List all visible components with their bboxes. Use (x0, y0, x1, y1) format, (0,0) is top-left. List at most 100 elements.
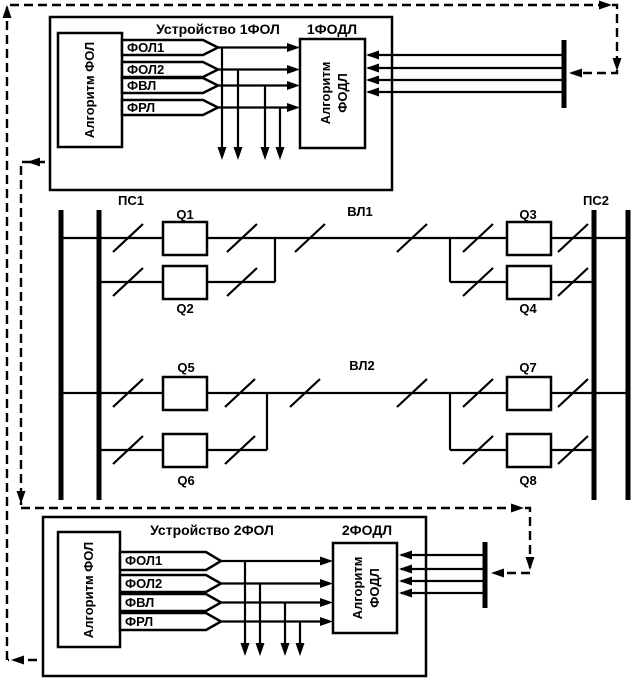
arrow-left-icon (11, 655, 24, 665)
breaker-q4-box (505, 264, 553, 301)
arrow-left-icon (491, 568, 504, 578)
vl1-disconnector-slashes (112, 223, 589, 297)
line-vl1: Q1 Q2 Q3 Q4 ВЛ1 (61, 204, 628, 316)
signal-label-fol1: ФОЛ1 (125, 553, 162, 568)
device1-output-drop-wires (220, 47, 282, 148)
arrow-left-icon (399, 576, 412, 586)
arrow-down-icon (240, 643, 250, 656)
device1-algorithm-fodl-label-line2: ФОДЛ (335, 73, 350, 112)
arrow-left-icon (366, 63, 379, 73)
breaker-q3-box (505, 220, 553, 257)
signal-label-fol2: ФОЛ2 (125, 576, 162, 591)
breaker-q7-box (505, 375, 553, 412)
arrow-left-icon (399, 564, 412, 574)
signal-label-fvl: ФВЛ (127, 78, 156, 93)
device1-receive-wires (368, 53, 564, 94)
device1-fodl-title: 1ФОДЛ (307, 21, 357, 37)
device2-algorithm-fodl-label-line2: ФОДЛ (367, 568, 382, 607)
breaker-q1-label: Q1 (176, 207, 193, 222)
breaker-q6-box (161, 432, 209, 469)
signal-label-fol2: ФОЛ2 (127, 62, 164, 77)
device1-algorithm-fodl-box (298, 37, 367, 150)
signal-tag-frl (118, 611, 224, 632)
line-vl2: Q5 Q6 Q7 Q8 ВЛ2 (61, 358, 628, 488)
arrow-down-icon (525, 557, 535, 570)
busbars-ps1-ps2 (58, 210, 631, 500)
arrow-right-icon (320, 598, 333, 607)
signal-tag-fvl (120, 76, 221, 95)
substation1-label: ПС1 (118, 193, 144, 208)
vl2-disconnector-slashes (112, 378, 589, 465)
arrow-down-icon (255, 643, 265, 656)
device2-algorithm-fodl-label-line1: Алгоритм (350, 557, 365, 620)
breaker-q5-box (161, 375, 209, 412)
arrow-right-icon (287, 103, 300, 112)
breaker-q8-label: Q8 (519, 473, 536, 488)
signal-label-frl: ФРЛ (127, 100, 155, 115)
arrow-down-icon (217, 147, 227, 160)
device2-receive-wires (401, 553, 485, 595)
signal-label-fol1: ФОЛ1 (127, 40, 164, 55)
signal-tag-fol2 (120, 60, 221, 79)
arrow-down-icon (233, 147, 243, 160)
arrow-left-icon (27, 157, 40, 167)
arrow-left-icon (366, 87, 379, 97)
line-vl2-label: ВЛ2 (349, 358, 374, 373)
arrow-right-icon (287, 81, 300, 90)
dashed-mid-transfer-line (21, 506, 532, 575)
device2-title: Устройство 2ФОЛ (150, 522, 274, 538)
arrow-right-icon (320, 556, 333, 566)
network-section: ПС1 ПС2 Q1 Q2 Q3 Q4 ВЛ1 Q5 Q6 Q7 (58, 193, 631, 500)
arrow-left-icon (399, 588, 412, 598)
arrow-right-icon (599, 0, 612, 10)
breaker-q2-label: Q2 (176, 301, 193, 316)
arrow-down-icon (16, 491, 26, 504)
arrow-left-icon (569, 68, 582, 78)
arrow-left-icon (399, 550, 412, 560)
dashed-feedback-left-top-path (5, 3, 619, 660)
arrow-right-icon (320, 617, 333, 626)
arrow-down-icon (612, 58, 622, 71)
signal-label-fvl: ФВЛ (125, 595, 154, 610)
arrow-down-icon (275, 147, 285, 160)
arrow-down-icon (280, 643, 290, 656)
line-vl1-label: ВЛ1 (347, 204, 372, 219)
arrow-right-icon (511, 503, 524, 513)
arrow-left-icon (366, 75, 379, 85)
dashed-route-device1-to-device2 (16, 157, 535, 578)
device2-algorithm-fodl-box (331, 541, 399, 635)
signal-tag-frl (120, 98, 221, 117)
substation2-label: ПС2 (583, 193, 609, 208)
breaker-q5-label: Q5 (177, 360, 194, 375)
breaker-q7-label: Q7 (519, 360, 536, 375)
device1-block: Устройство 1ФОЛ 1ФОДЛ Алгоритм ФОЛ Алгор… (48, 15, 567, 192)
device1-signal-wires (218, 46, 288, 109)
breaker-q2-box (161, 264, 209, 301)
arrow-up-icon (2, 5, 12, 18)
device2-output-drop-wires (243, 561, 302, 644)
device2-fodl-title: 2ФОДЛ (342, 522, 392, 538)
arrow-left-icon (366, 50, 379, 60)
arrow-down-icon (295, 643, 305, 656)
arrow-down-icon (260, 147, 270, 160)
arrow-right-icon (320, 579, 333, 588)
device2-algorithm-fol-label: Алгоритм ФОЛ (81, 542, 96, 638)
device2-signal-wires (221, 559, 321, 623)
signal-tag-fol2 (118, 573, 224, 594)
breaker-q8-box (505, 432, 553, 469)
signal-tag-fol1 (118, 550, 224, 572)
device1-algorithm-fodl-label-line1: Алгоритм (318, 62, 333, 125)
device2-block: Устройство 2ФОЛ 2ФОДЛ Алгоритм ФОЛ Алгор… (41, 515, 488, 678)
signal-tag-fol1 (120, 38, 221, 57)
signal-tag-fvl (118, 592, 224, 613)
device1-algorithm-fol-label: Алгоритм ФОЛ (82, 42, 97, 138)
breaker-q3-label: Q3 (519, 207, 536, 222)
breaker-q1-box (161, 220, 209, 257)
breaker-q6-label: Q6 (177, 473, 194, 488)
signal-label-frl: ФРЛ (125, 614, 153, 629)
arrow-right-icon (287, 65, 300, 74)
device1-algorithm-fol-box (56, 31, 124, 149)
breaker-q4-label: Q4 (519, 301, 537, 316)
